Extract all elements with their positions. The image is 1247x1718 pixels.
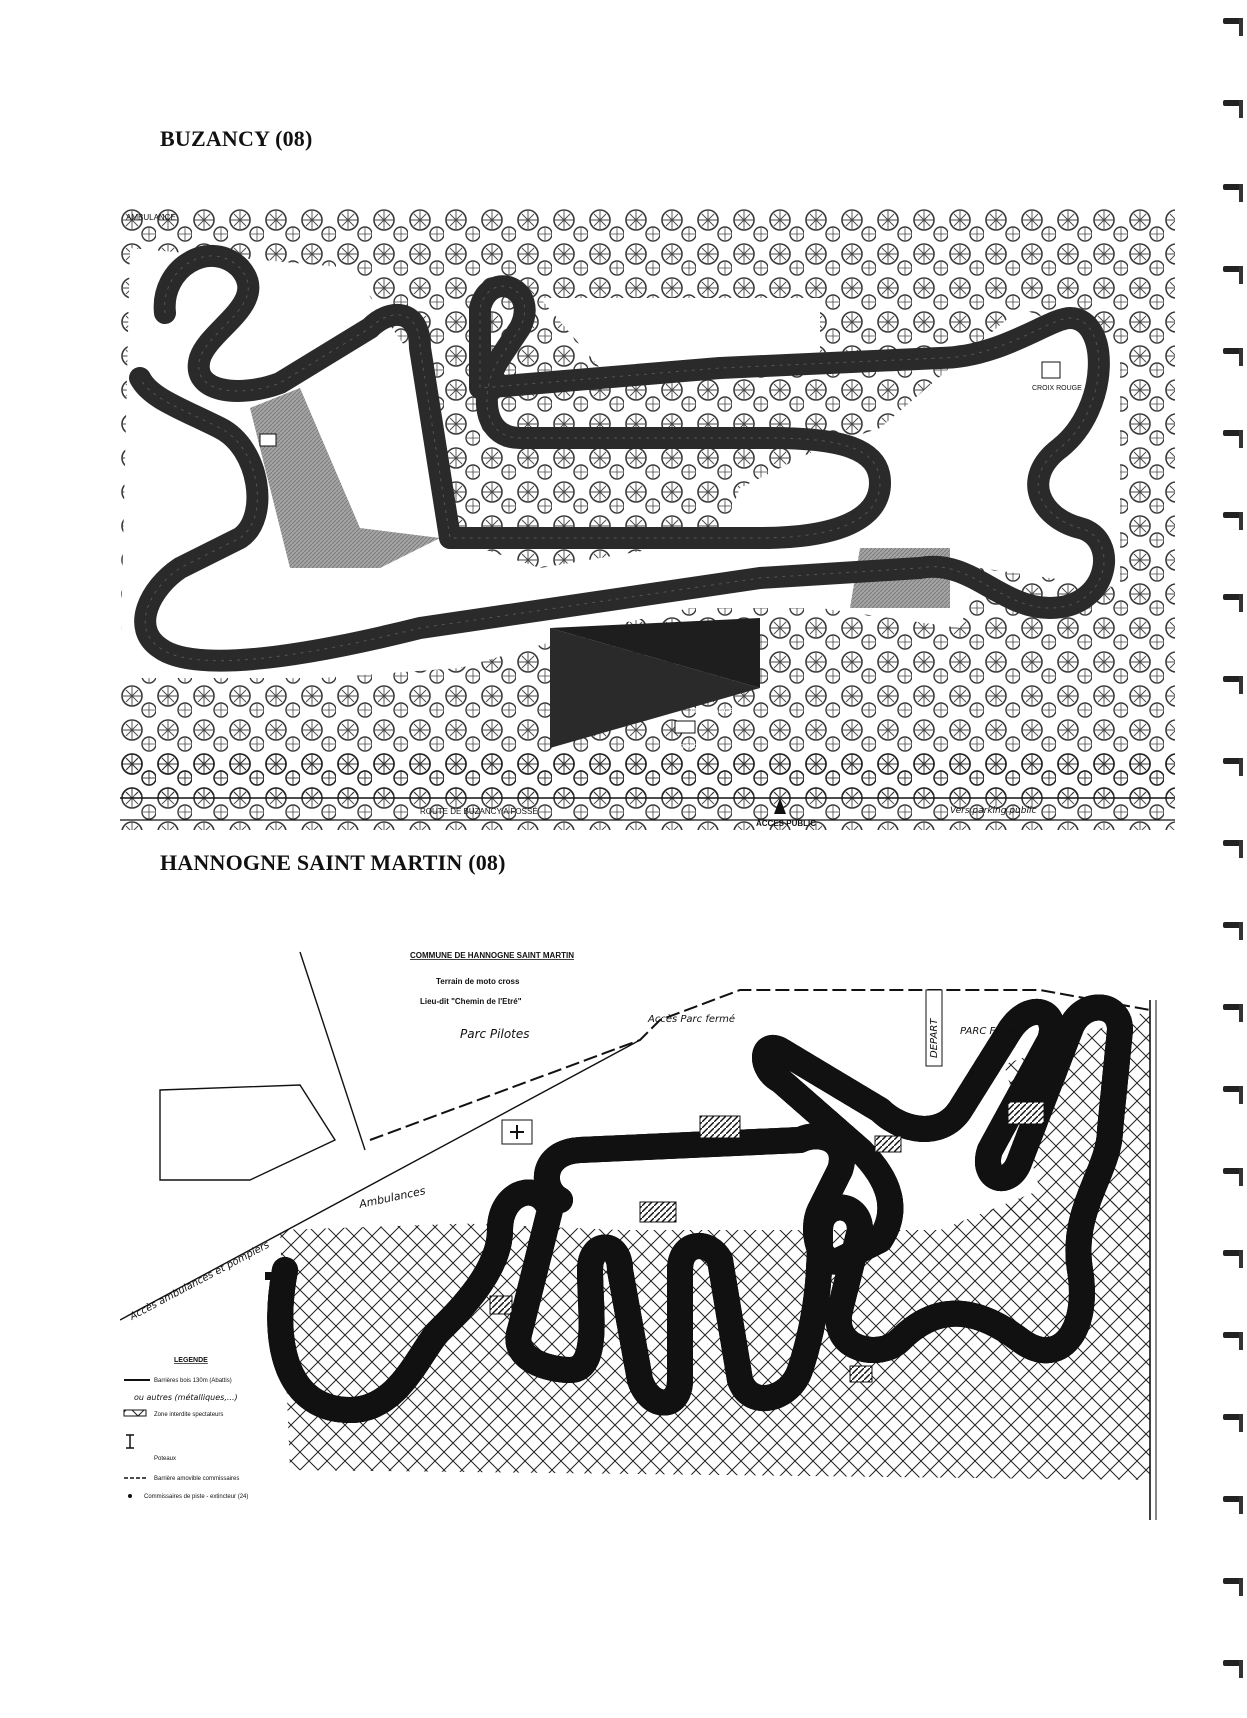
label-ambulance-mid: AMBULANCE [690,708,734,715]
label-passage-sous-terrain: Passage sous terrain [672,1141,766,1151]
label-parking: Parking public [660,743,704,750]
label-ambulance-top: AMBULANCE [126,213,176,222]
label-route: ROUTE DE BUZANCY A FOSSÉ [420,807,538,816]
legend-item-2: ou autres (métalliques,...) [134,1392,238,1402]
label-acces-parc-ferme: Accès Parc fermé [647,1013,735,1025]
section-title-hannogne: HANNOGNE SAINT MARTIN (08) [160,850,506,875]
legend-item-1: Barrières bois 130m (Abattis) [154,1378,232,1384]
hannogne-header-terrain: Terrain de moto cross [436,977,520,986]
hannogne-header-commune: COMMUNE DE HANNOGNE SAINT MARTIN [410,951,574,960]
legend-item-6: Commissaires de piste - extincteur (24) [144,1494,248,1500]
label-acces-public: ACCES PUBLIC [756,819,816,828]
legend-title: LEGENDE [174,1357,208,1364]
legend-item-3: Zone interdite spectateurs [154,1412,223,1418]
legend-item-4: Poteaux [154,1456,176,1462]
hannogne-header-lieudit: Lieu-dit "Chemin de l'Etré" [420,997,522,1006]
hannogne-track-plan: COMMUNE DE HANNOGNE SAINT MARTIN Terrain… [120,930,1180,1530]
label-parc-pilotes: Parc Pilotes [460,1027,530,1041]
label-vers-parking: Vers parking public [950,806,1036,816]
label-depart: DEPART [929,1018,940,1058]
page-edge-marks [1207,0,1247,1718]
legend-item-5: Barrière amovible commissaires [154,1476,239,1482]
section-title-buzancy: BUZANCY (08) [160,126,313,151]
buzancy-track-plan: AMBULANCE CROIX ROUGE AMBULANCE Parking … [120,208,1175,830]
label-parc-ferme: PARC FERMÉ [960,1024,1024,1037]
label-croix-rouge: CROIX ROUGE [1032,385,1082,392]
